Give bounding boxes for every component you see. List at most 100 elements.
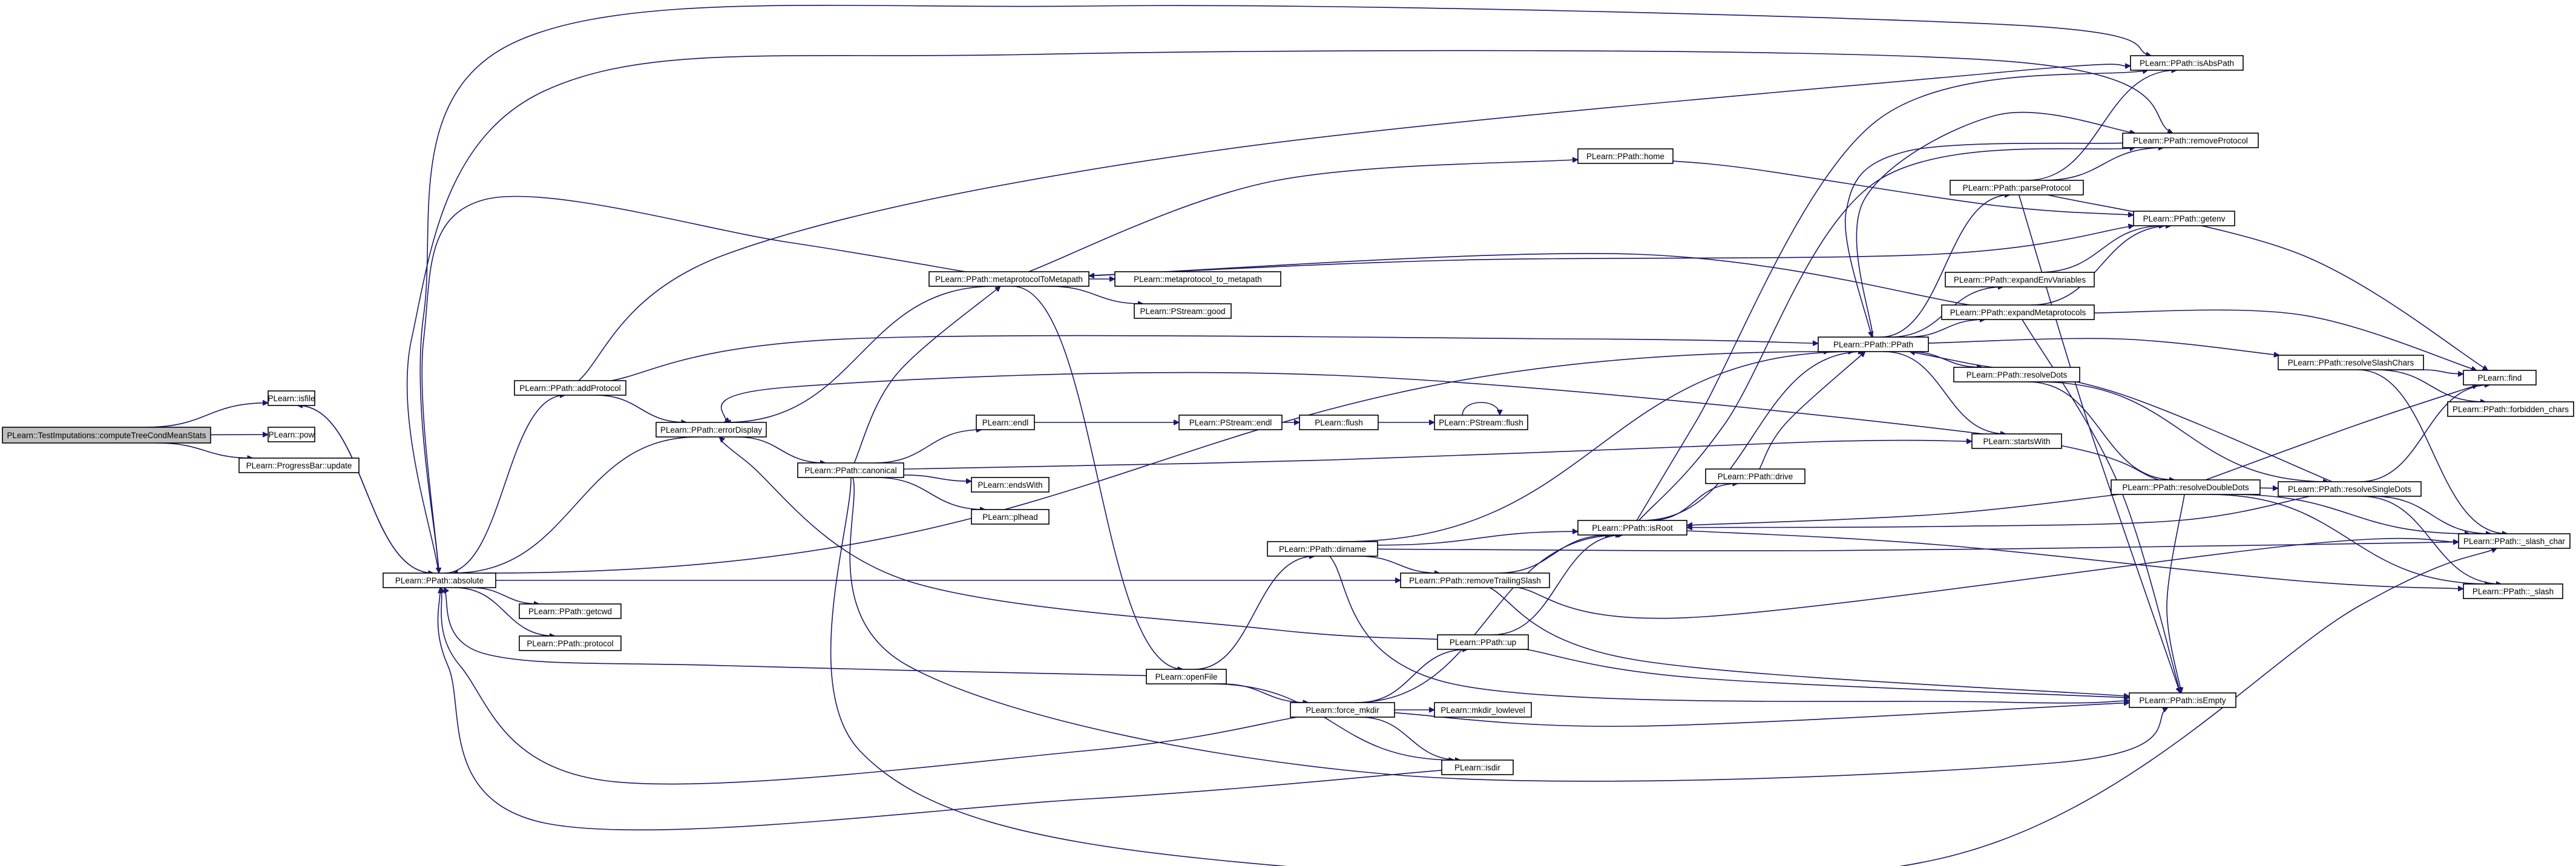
edge-force_mkdir-to-isdir [1359,717,1460,760]
node-plhead[interactable]: PLearn::plhead [971,509,1050,525]
node-label: PLearn::PPath::getenv [2143,214,2226,223]
edge-absolute-to-isAbsPath [419,4,2151,574]
node-errorDisplay[interactable]: PLearn::PPath::errorDisplay [656,422,767,438]
node-removeProtocol[interactable]: PLearn::PPath::removeProtocol [2122,133,2259,148]
node-box [1434,702,1532,718]
edge-isRoot-to-ppath [1641,352,1864,521]
node-box [2,427,211,444]
node-pstream_endl[interactable]: PLearn::PStream::endl [1178,415,1283,430]
node-up[interactable]: PLearn::PPath::up [1437,634,1529,650]
edge-dirname-to-isRoot [1377,531,1578,546]
node-label: PLearn::PStream::flush [1439,418,1523,427]
node-addProtocol[interactable]: PLearn::PPath::addProtocol [514,380,626,396]
edge-ppath-to-resolveSlashChars [1928,338,2279,355]
edge-canonical-to-slash_char [830,477,2497,866]
node-box [268,427,315,442]
edge-parseProtocol-to-isEmpty [2018,194,2180,693]
node-absolute[interactable]: PLearn::PPath::absolute [383,572,496,588]
node-isRoot[interactable]: PLearn::PPath::isRoot [1577,520,1687,536]
node-getenv[interactable]: PLearn::PPath::getenv [2133,211,2235,226]
edge-isRoot-to-removeProtocol [1638,148,2135,521]
node-root[interactable]: PLearn::TestImputations::computeTreeCond… [2,427,211,444]
node-box [2278,355,2424,370]
node-box [976,415,1035,430]
node-box [1941,304,2095,320]
node-box [2447,401,2574,417]
edge-metaprotocolToMetapath-to-getenv [1088,226,2134,277]
node-endl[interactable]: PLearn::endl [976,415,1035,430]
edge-metaprotocolToMetapath-to-openFile [1012,286,1183,669]
node-isfile[interactable]: PLearn::isfile [268,390,315,406]
node-box [383,572,496,588]
node-label: PLearn::PPath::getcwd [528,607,612,616]
edge-absolute-to-removeProtocol [406,50,2173,574]
node-label: PLearn::endl [982,418,1029,427]
node-isAbsPath[interactable]: PLearn::PPath::isAbsPath [2130,55,2244,71]
edge-absolute-to-isfile [297,405,434,574]
node-label: PLearn::force_mkdir [1306,706,1379,715]
edge-removeTrailingSlash-to-slash_char [1518,537,2459,619]
node-drive[interactable]: PLearn::PPath::drive [1705,468,1806,484]
node-label: PLearn::pow [269,430,315,439]
node-label: PLearn::PPath::isEmpty [2139,696,2226,705]
node-box [971,477,1050,493]
node-endsWith[interactable]: PLearn::endsWith [971,477,1050,493]
node-label: PLearn::PPath::metaprotocolToMetapath [935,275,1083,284]
node-resolveSlashChars[interactable]: PLearn::PPath::resolveSlashChars [2278,355,2424,370]
node-pow[interactable]: PLearn::pow [268,427,315,442]
node-openFile[interactable]: PLearn::openFile [1146,669,1227,684]
node-dirname[interactable]: PLearn::PPath::dirname [1267,541,1378,557]
node-getcwd[interactable]: PLearn::PPath::getcwd [519,603,622,619]
node-resolveDots[interactable]: PLearn::PPath::resolveDots [1953,367,2080,382]
node-force_mkdir[interactable]: PLearn::force_mkdir [1290,702,1395,718]
edge-resolveSingleDots-to-ppath [1910,352,2333,482]
node-isEmpty[interactable]: PLearn::PPath::isEmpty [2129,692,2236,708]
node-startsWith[interactable]: PLearn::startsWith [1971,433,2062,449]
node-resolveSingleDots[interactable]: PLearn::PPath::resolveSingleDots [2278,481,2422,497]
node-box [971,509,1050,525]
node-pstream_good[interactable]: PLearn::PStream::good [1134,303,1232,319]
node-box [2129,692,2236,708]
node-resolveDoubleDots[interactable]: PLearn::PPath::resolveDoubleDots [2111,479,2261,495]
node-forbidden_chars[interactable]: PLearn::PPath::forbidden_chars [2447,401,2574,417]
node-mkdir_lowlevel[interactable]: PLearn::mkdir_lowlevel [1434,702,1532,718]
edge-force_mkdir-to-absolute [441,588,1298,785]
edge-up-to-errorDisplay [719,437,1438,640]
node-flush[interactable]: PLearn::flush [1299,415,1379,430]
node-expandMetaprotocols[interactable]: PLearn::PPath::expandMetaprotocols [1941,304,2095,320]
node-box [1400,572,1550,588]
edge-resolveSlashChars-to-find [2422,369,2463,374]
node-label: PLearn::PStream::good [1140,307,1225,316]
node-removeTrailingSlash[interactable]: PLearn::PPath::removeTrailingSlash [1400,572,1550,588]
node-protocol[interactable]: PLearn::PPath::protocol [519,635,622,651]
node-label: PLearn::PPath::removeTrailingSlash [1409,576,1541,585]
node-label: PLearn::PPath::errorDisplay [660,425,762,435]
node-box [1705,468,1806,484]
node-label: PLearn::PPath::removeProtocol [2133,136,2248,145]
node-metaprotocolToMetapath[interactable]: PLearn::PPath::metaprotocolToMetapath [928,271,1089,287]
node-progress_update[interactable]: PLearn::ProgressBar::update [238,458,360,473]
edge-resolveSlashChars-to-forbidden_chars [2376,369,2486,402]
node-canonical[interactable]: PLearn::PPath::canonical [797,462,904,478]
edge-ppath-to-resolveDots [1907,351,1982,367]
node-box [1441,759,1514,775]
node-expandEnvVariables[interactable]: PLearn::PPath::expandEnvVariables [1945,272,2095,287]
node-home[interactable]: PLearn::PPath::home [1577,148,1674,164]
node-slash_char[interactable]: PLearn::PPath::_slash_char [2458,533,2571,549]
edge-errorDisplay-to-absolute [453,436,698,573]
node-find[interactable]: PLearn::find [2463,370,2537,385]
node-parseProtocol[interactable]: PLearn::PPath::parseProtocol [1950,180,2084,195]
node-box [2463,583,2563,599]
edge-metaprotocolToMetapath-to-pstream_good [1048,286,1143,304]
node-label: PLearn::PPath::addProtocol [519,384,620,393]
edge-openFile-to-force_mkdir [1220,683,1308,703]
node-ppath[interactable]: PLearn::PPath::PPath [1818,336,1929,352]
node-slash[interactable]: PLearn::PPath::_slash [2463,583,2563,599]
node-isdir[interactable]: PLearn::isdir [1441,759,1514,775]
edge-isRoot-to-slash [1686,530,2463,589]
edge-layer [146,4,2508,866]
edge-up-to-isEmpty [1526,649,2129,698]
node-label: PLearn::mkdir_lowlevel [1441,706,1525,715]
node-pstream_flush[interactable]: PLearn::PStream::flush [1434,415,1528,430]
node-metaprotocol_to_metapath[interactable]: PLearn::metaprotocol_to_metapath [1114,271,1281,287]
